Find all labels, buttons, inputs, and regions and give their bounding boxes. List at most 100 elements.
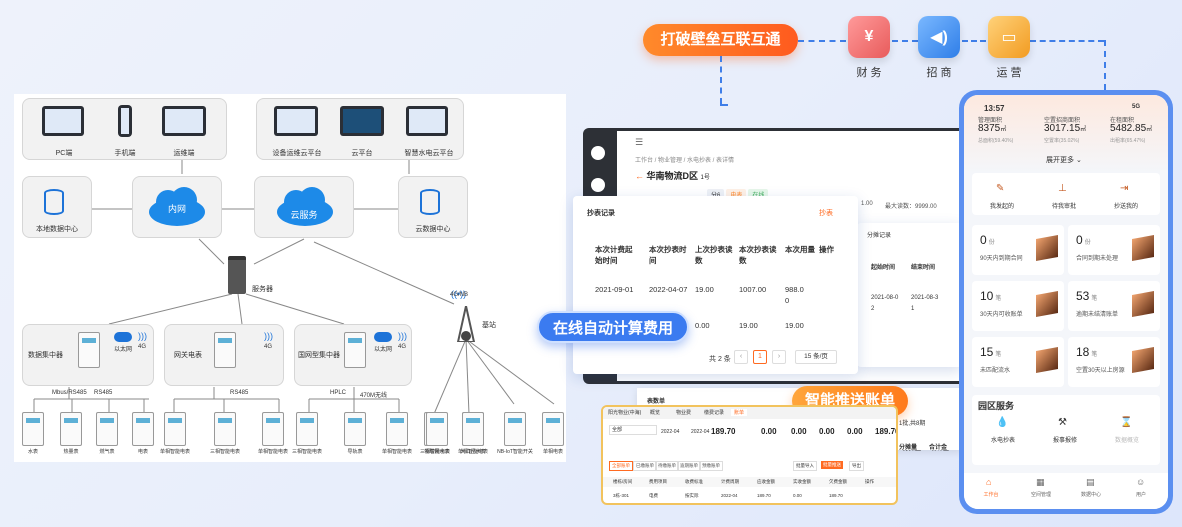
bill-filter-button[interactable]: 全部账单	[609, 461, 633, 471]
connector-line-2	[892, 40, 918, 42]
speaker-icon[interactable]: ◀)	[918, 16, 960, 58]
bill-filter-button[interactable]: 逾期账单	[677, 461, 701, 471]
bill-filter-button[interactable]: 待缴账单	[655, 461, 679, 471]
tile-desc: 逾期未结清账单	[1076, 312, 1119, 318]
nav-label[interactable]: 数据中心	[1080, 492, 1101, 498]
chart-icon[interactable]: ▤	[1086, 477, 1095, 487]
bill-action-button[interactable]: 导出	[849, 461, 864, 471]
bill-tab[interactable]: 账单	[731, 409, 748, 416]
stat-value: 8375㎡	[978, 123, 1006, 134]
bill-cell: 电费	[649, 493, 658, 498]
user-icon[interactable]: ☺	[1136, 477, 1146, 487]
stat-2: 最大读数：9999.00	[885, 204, 937, 210]
field-device-label: 物联网水表	[424, 449, 450, 455]
bill-column-header: 楼栋/房间	[613, 479, 633, 484]
home-icon[interactable]: ⌂	[986, 477, 992, 487]
pager-total: 共 2 条	[709, 356, 731, 363]
bill-tab[interactable]: 阳光物业(中海)	[608, 410, 642, 416]
bill-tab[interactable]: 物业费	[676, 410, 692, 416]
bill-filter-3[interactable]: 2022-04	[691, 429, 710, 435]
nav-label[interactable]: 用户	[1135, 492, 1146, 498]
nav-label[interactable]: 工作台	[983, 492, 999, 498]
phone-device-icon	[118, 105, 132, 137]
record-column-header: 上次抄表读数	[695, 245, 733, 265]
bill-screen: 阳光物业(中海)概览物业费缴费记录账单 全部 2022-04 2022-04 1…	[601, 405, 898, 505]
pager-prev-icon[interactable]: ‹	[734, 350, 748, 364]
record-column-header: 操作	[819, 245, 834, 254]
field-device-label: 热量表	[63, 449, 79, 455]
back-arrow-icon[interactable]: ←	[635, 171, 644, 181]
water-drop-icon[interactable]: 💧	[996, 417, 1009, 428]
bill-filter-2[interactable]: 2022-04	[661, 429, 680, 435]
bill-filter-1[interactable]: 全部	[609, 425, 657, 435]
bill-filter-button[interactable]: 预缴账单	[699, 461, 723, 471]
menu-icon[interactable]: ☰	[635, 137, 644, 147]
bill-action-button[interactable]: 批量推送	[821, 461, 843, 469]
field-device-label: 单相电表	[542, 449, 563, 455]
quick-action-label[interactable]: 待我审批	[1051, 204, 1076, 210]
pager-page-button[interactable]: 1	[753, 350, 767, 364]
label-nb: 4G/NB	[450, 292, 469, 298]
stat-unit: ㎡	[1146, 127, 1153, 133]
label-ops: 运维端	[173, 150, 195, 157]
tile-number: 53	[1076, 289, 1090, 303]
yuan-icon[interactable]: ¥	[848, 16, 890, 58]
tile-desc: 空置30天以上房源	[1076, 368, 1125, 374]
service-label[interactable]: 数据概览	[1114, 438, 1139, 444]
field-device-icon	[132, 412, 154, 446]
pager-next-icon[interactable]: ›	[772, 350, 786, 364]
record-cell: 19.00	[739, 321, 758, 330]
record-cell: 988.00	[785, 285, 804, 305]
national-signal-icon: )))	[398, 331, 407, 341]
record-cell: 2022-04-07	[649, 285, 688, 294]
building-illustration-icon	[1036, 235, 1058, 261]
record-cell: 2021-09-01	[595, 285, 634, 294]
expand-more-button[interactable]: 展开更多 ⌄	[1046, 155, 1082, 165]
bill-column-header: 计费周期	[721, 479, 739, 484]
pager-size-select[interactable]: 15 条/页	[795, 350, 837, 364]
field-device-icon	[262, 412, 284, 446]
field-device-icon	[164, 412, 186, 446]
hourglass-icon[interactable]: ⌛	[1120, 417, 1133, 428]
nav-label[interactable]: 空间管理	[1030, 492, 1051, 498]
building-icon[interactable]: ▦	[1036, 477, 1045, 487]
forward-icon[interactable]: ⇥	[1120, 183, 1129, 194]
presentation-icon[interactable]: ▭	[988, 16, 1030, 58]
bill-amount: 0.00	[791, 427, 807, 436]
service-label[interactable]: 水电抄表	[990, 438, 1015, 444]
quick-action-label[interactable]: 抄送我的	[1113, 204, 1138, 210]
bill-amount: 0.00	[847, 427, 863, 436]
label-bus4: HPLC	[330, 390, 347, 396]
utility-platform-device-icon	[406, 106, 448, 136]
field-device-label: 水表	[27, 449, 38, 455]
stamp-icon[interactable]: ⊥	[1058, 183, 1067, 194]
edit-icon[interactable]: ✎	[996, 183, 1005, 194]
building-illustration-icon	[1036, 291, 1058, 317]
cloud-service-icon	[277, 187, 333, 226]
bill-filter-button[interactable]: 已缴账单	[633, 461, 657, 471]
bill-tab[interactable]: 缴费记录	[704, 410, 725, 416]
record-link[interactable]: 抄表	[819, 210, 833, 217]
bill-cell: 0.00	[793, 493, 802, 498]
bill-column-header: 应收金额	[757, 479, 775, 484]
bill-tab[interactable]: 概览	[650, 410, 661, 416]
field-device-icon	[462, 412, 484, 446]
service-label[interactable]: 报事报修	[1052, 438, 1077, 444]
quick-action-label[interactable]: 我发起的	[989, 204, 1014, 210]
bill-action-button[interactable]: 批量导入	[793, 461, 817, 471]
ops-cloud-device-icon	[274, 106, 318, 136]
page-title: ← 华南物流D区 1号	[635, 169, 710, 182]
label-concentrator: 数据集中器	[28, 352, 63, 359]
repair-icon[interactable]: ⚒	[1058, 417, 1067, 428]
stat-label: 在租面积	[1110, 118, 1135, 124]
stat-number: 3017.15	[1044, 123, 1081, 134]
